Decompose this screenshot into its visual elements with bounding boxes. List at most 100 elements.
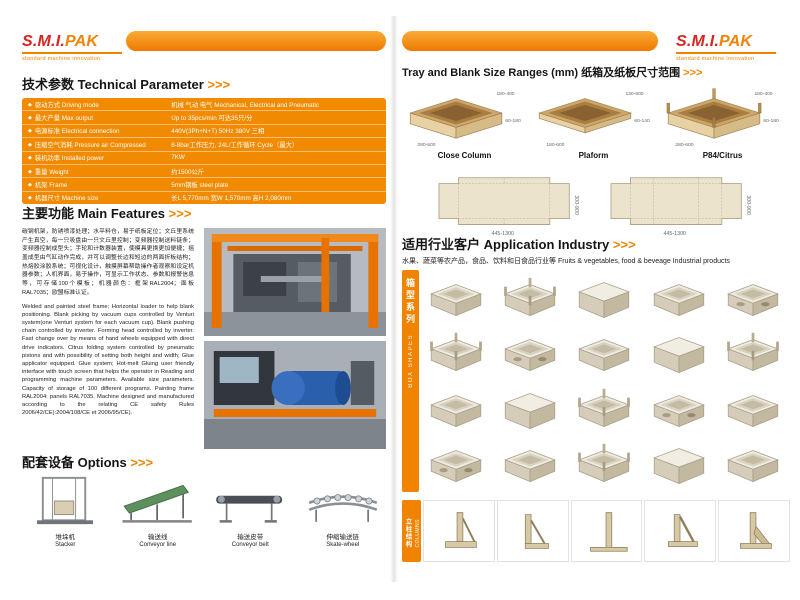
option-label-en: Conveyor belt xyxy=(231,542,269,548)
stacker-image xyxy=(26,470,104,528)
brand-logo-right: S.M.I.PAK standard machine innovation xyxy=(676,34,776,62)
box-shape-icon xyxy=(504,277,557,316)
box-shape-item xyxy=(419,326,493,382)
tech-param-value: 6-8bar工作压力, 24L/工作循环 Cycle（最大） xyxy=(171,141,299,149)
box-shape-item xyxy=(419,437,493,493)
blank-dim-width: 445-1300 xyxy=(492,231,515,237)
tech-param-label: ◆压缩空气消耗 Pressure air Compressed xyxy=(28,141,146,149)
option-label-zh: 输送皮带 xyxy=(237,534,264,541)
section-title-options-text: 配套设备 Options xyxy=(22,455,127,470)
box-shape-item xyxy=(419,270,493,326)
machine-photo-motor xyxy=(204,341,386,449)
columns-row xyxy=(421,500,790,562)
skate-wheel-image xyxy=(304,470,382,528)
conveyor-line-image xyxy=(119,470,197,528)
tech-param-label: ◆装机功率 Installed power xyxy=(28,155,105,163)
box-shape-icon xyxy=(652,337,705,374)
box-shape-icon xyxy=(727,394,779,427)
box-shapes-section: 箱型系列 BOX SHAPES xyxy=(402,270,790,492)
diamond-bullet-icon: ◆ xyxy=(28,141,32,148)
arrows-icon: >>> xyxy=(612,237,636,252)
box-shape-icon xyxy=(578,388,631,427)
diamond-bullet-icon: ◆ xyxy=(28,168,32,175)
column-structure-icon xyxy=(445,512,477,548)
brand-name-primary: S.M.I. xyxy=(22,33,65,50)
blank-dim-width: 445-1300 xyxy=(664,231,687,237)
header-bar-left xyxy=(126,31,386,51)
industry-description: 水果、蔬菜等农产品，食品、饮料和日食品行业等 Fruits & vegetabl… xyxy=(402,258,730,265)
skate-wheel-icon xyxy=(308,494,377,522)
box-shape-icon xyxy=(727,333,779,372)
column-structure-icon xyxy=(668,514,699,547)
columns-label-en: COLUMNS xyxy=(415,518,421,548)
tech-param-value: 5mm钢板 steel plate xyxy=(171,182,229,190)
box-shape-icon xyxy=(727,450,779,483)
box-shape-item xyxy=(716,270,790,326)
option-label-en: Skate-wheel xyxy=(326,542,360,548)
box-shape-icon xyxy=(430,450,482,483)
diamond-bullet-icon: ◆ xyxy=(28,115,32,122)
section-title-tray-sizes: Tray and Blank Size Ranges (mm) 纸箱及纸板尺寸范… xyxy=(402,64,702,80)
box-shape-item xyxy=(642,381,716,437)
columns-section: 立柱结构 COLUMNS xyxy=(402,500,790,562)
box-shape-item xyxy=(642,270,716,326)
box-shape-icon xyxy=(578,281,631,318)
box-shape-icon xyxy=(578,339,631,372)
tech-param-label: ◆电源标准 Electrical connection xyxy=(28,128,120,136)
tech-param-value: 机械 气动 电气 Mechanical, Electrical and Pneu… xyxy=(171,101,319,109)
section-title-features: 主要功能 Main Features >>> xyxy=(22,203,191,222)
box-shape-item xyxy=(419,381,493,437)
features-text-chinese: 碳钢机架，防锈喷漆处理；水平料仓，易于纸板定位；文丘里系统产生真空，每一只吸盘由… xyxy=(22,229,194,296)
tech-param-row: ◆压缩空气消耗 Pressure air Compressed 6-8bar工作压… xyxy=(22,138,386,152)
brand-name-secondary: PAK xyxy=(718,33,753,50)
columns-label-zh: 立柱结构 xyxy=(404,518,411,548)
tech-param-label: ◆机器尺寸 Machine size xyxy=(28,195,99,203)
box-shape-icon xyxy=(578,444,631,483)
box-shape-icon xyxy=(430,333,482,372)
box-shape-item xyxy=(716,437,790,493)
tray-dim-bottom: 180-600 xyxy=(546,142,564,148)
tech-param-label: ◆机架 Frame xyxy=(28,182,68,190)
box-shape-item xyxy=(567,381,641,437)
header-bar-right xyxy=(402,31,658,51)
section-title-tray-text: Tray and Blank Size Ranges (mm) 纸箱及纸板尺寸范… xyxy=(402,67,681,79)
tray-name: Close Column xyxy=(437,151,492,160)
box-shape-item xyxy=(716,326,790,382)
box-shape-icon xyxy=(504,392,557,429)
option-label-zh: 输送线 xyxy=(148,534,168,541)
tech-param-value: 440V(3Ph+N+T) 50Hz 380V 三相 xyxy=(171,128,265,136)
tray-dim-bottom: 280-600 xyxy=(675,142,693,148)
machine-photos xyxy=(204,228,386,450)
column-structure-item xyxy=(644,500,717,562)
box-shapes-side-banner: 箱型系列 BOX SHAPES xyxy=(402,270,419,492)
box-shape-icon xyxy=(430,394,482,427)
conveyor-line-icon xyxy=(122,484,192,523)
option-label-en: Conveyor line xyxy=(139,542,177,548)
diamond-bullet-icon: ◆ xyxy=(28,155,32,162)
box-shape-item xyxy=(493,437,567,493)
arrows-icon: >>> xyxy=(207,77,231,92)
box-shapes-label-en: BOX SHAPES xyxy=(407,334,414,388)
tray-name: Plaform xyxy=(578,151,609,160)
box-shape-item xyxy=(567,437,641,493)
tech-param-label: ◆重量 Weight xyxy=(28,168,69,176)
brand-name: S.M.I.PAK xyxy=(22,34,122,50)
arrows-icon: >>> xyxy=(168,206,192,221)
tray-name: P84/Citrus xyxy=(702,151,743,160)
tech-param-value: 长L 5,770mm 宽W 1,570mm 高H 2,080mm xyxy=(171,195,292,203)
box-shape-item xyxy=(567,326,641,382)
box-shape-icon xyxy=(504,450,557,483)
tech-param-row: ◆电源标准 Electrical connection 440V(3Ph+N+T)… xyxy=(22,125,386,139)
